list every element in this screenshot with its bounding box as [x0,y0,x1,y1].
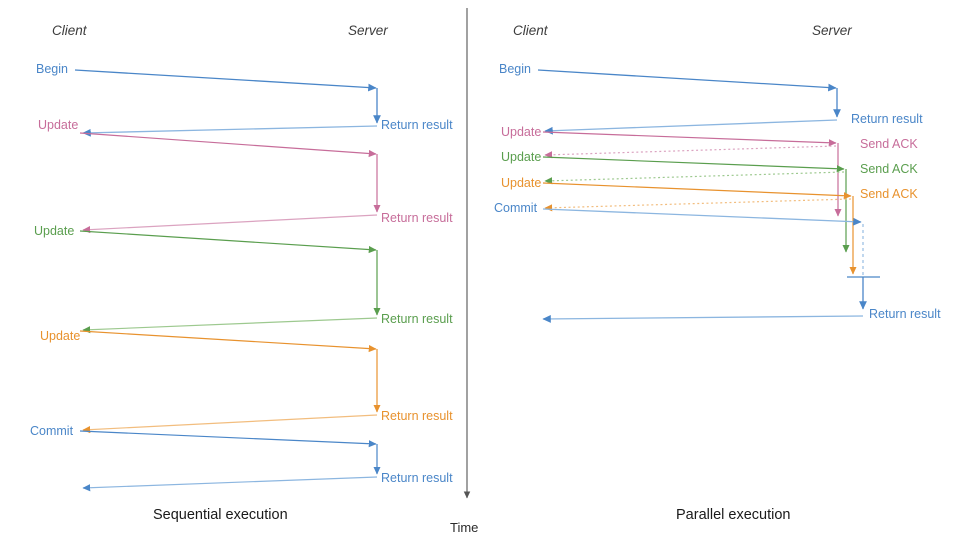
sequential-label-update-3: Update [40,329,81,343]
sequential-panel-arrows [74,69,381,492]
parallel-ack-3: Send ACK [860,187,918,201]
parallel-label-update-2: Update [501,150,542,164]
p-arrow-commit-request [542,208,862,226]
sequential-return-2: Return result [381,211,453,225]
p-arrow-commit-return [542,315,864,323]
parallel-label-update-3: Update [501,176,542,190]
sequential-caption: Sequential execution [153,507,288,523]
sequential-client-actor: Client [52,23,87,38]
parallel-return-bottom: Return result [869,307,941,321]
p-arrow-begin-request [537,69,837,92]
arrow-update3-request [79,330,377,353]
sequential-label-update-2: Update [34,224,75,238]
arrow-update2-request [79,230,377,254]
p-arrow-update1-request [542,131,837,147]
p-arrow-update2-request [542,156,845,173]
arrow-commit-request [79,430,377,448]
parallel-return-top: Return result [851,112,923,126]
arrow-update3-return [82,414,378,434]
arrow-commit-return [82,476,378,492]
p-arrow-begin-return [544,119,838,135]
sequential-label-update-1: Update [38,118,79,132]
parallel-label-commit: Commit [494,201,538,215]
arrow-update1-return [82,214,378,234]
arrow-begin-return [82,125,378,137]
parallel-server-actor: Server [812,23,852,38]
p-arrow-update3-ack [544,198,852,212]
arrow-update2-return [82,317,378,334]
parallel-ack-1: Send ACK [860,137,918,151]
p-arrow-update3-request [542,182,852,200]
parallel-label-update-1: Update [501,125,542,139]
sequential-server-actor: Server [348,23,388,38]
arrow-update1-request [79,132,377,158]
sequential-return-3: Return result [381,312,453,326]
time-axis-label: Time [450,520,479,535]
p-arrow-update2-ack [544,171,845,185]
parallel-client-actor: Client [513,23,548,38]
parallel-ack-2: Send ACK [860,162,918,176]
parallel-caption: Parallel execution [676,507,791,523]
sequential-label-commit: Commit [30,424,74,438]
sequential-return-4: Return result [381,409,453,423]
sequential-return-1: Return result [381,118,453,132]
arrow-begin-request [74,69,377,92]
sequential-return-5: Return result [381,471,453,485]
p-arrow-update1-ack [544,145,837,159]
sequential-label-begin: Begin [36,62,68,76]
parallel-label-begin: Begin [499,62,531,76]
parallel-panel-arrows [537,69,880,323]
